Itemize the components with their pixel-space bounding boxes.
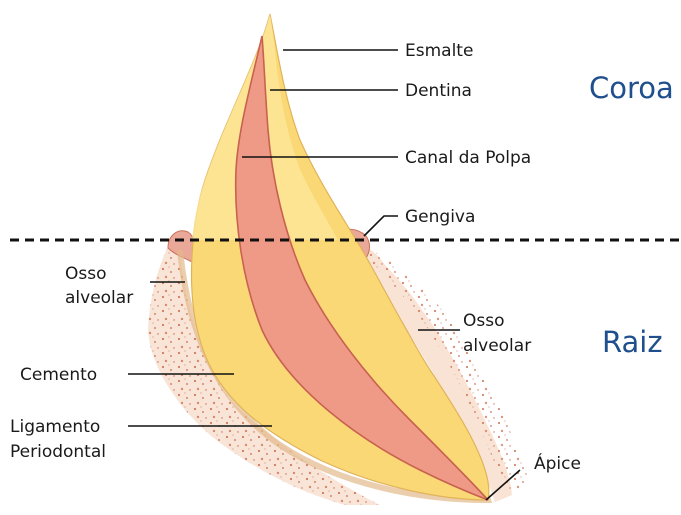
label-osso-right-line2: alveolar — [463, 336, 531, 356]
label-osso-right-line1: Osso — [463, 311, 505, 331]
region-raiz: Raiz — [602, 325, 663, 359]
label-apice: Ápice — [534, 452, 581, 474]
label-gengiva: Gengiva — [405, 207, 475, 227]
label-esmalte: Esmalte — [405, 41, 473, 61]
leader-gengiva — [364, 216, 398, 236]
label-dentina: Dentina — [405, 81, 472, 101]
label-cemento: Cemento — [20, 365, 97, 385]
label-ligamento-line1: Ligamento — [10, 417, 100, 437]
label-ligamento-line2: Periodontal — [10, 442, 106, 462]
label-osso-left-line1: Osso — [65, 264, 107, 284]
region-coroa: Coroa — [589, 71, 674, 105]
label-osso-left-line2: alveolar — [65, 288, 133, 308]
label-canal-da-polpa: Canal da Polpa — [405, 148, 531, 168]
